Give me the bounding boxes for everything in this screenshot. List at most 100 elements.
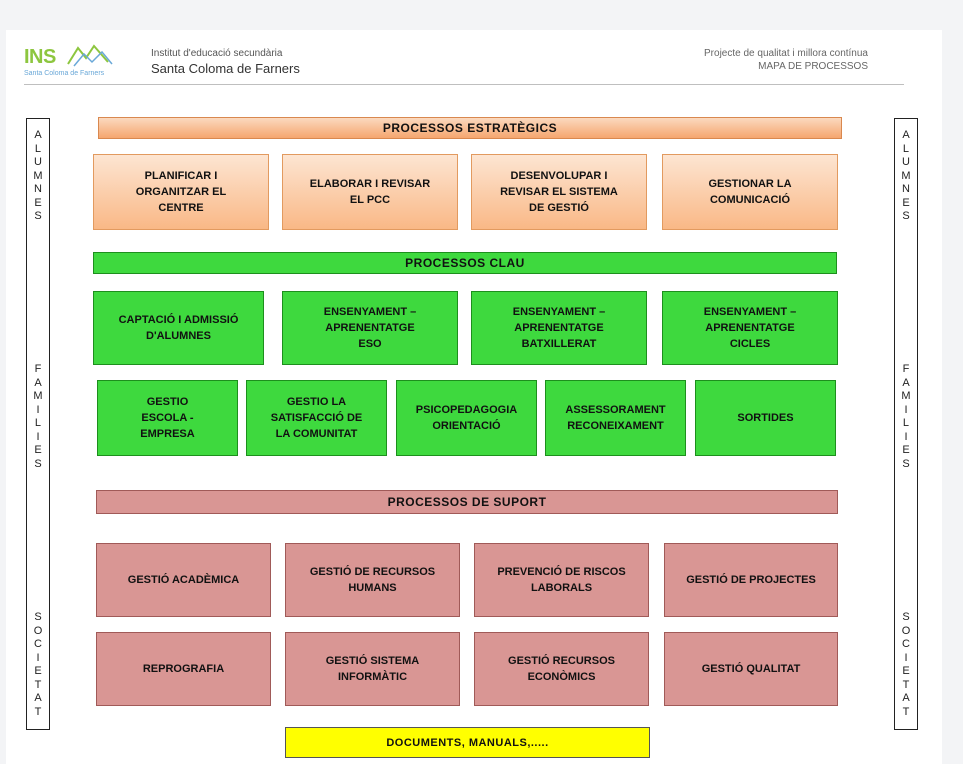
strategic-label-1: PLANIFICAR I ORGANITZAR EL CENTRE <box>135 170 227 214</box>
vertical-letter: T <box>34 705 42 718</box>
key-label-1: CAPTACIÓ I ADMISSIÓ D'ALUMNES <box>118 314 239 342</box>
vertical-letter: M <box>901 390 911 403</box>
support-label-4: GESTIÓ DE PROJECTES <box>686 574 816 586</box>
vertical-letter: T <box>902 705 910 718</box>
strategic-label-2: ELABORAR I REVISAR EL PCC <box>309 178 431 206</box>
vertical-letter: S <box>902 210 910 222</box>
key-label-9: SORTIDES <box>737 412 794 424</box>
key-box-6: GESTIO LA SATISFACCIÓ DE LA COMUNITAT <box>246 380 387 456</box>
vertical-letter: I <box>904 430 908 443</box>
key-label-8: ASSESSORAMENT RECONEIXAMENT <box>565 404 666 432</box>
vertical-letter: A <box>902 692 910 704</box>
key-label-2: ENSENYAMENT – APRENENTATGE ESO <box>323 306 417 350</box>
vertical-letter: L <box>34 142 42 155</box>
key-label-4: ENSENYAMENT – APRENENTATGE CICLES <box>703 306 797 350</box>
vertical-letter: N <box>902 183 910 195</box>
support-box-2: GESTIÓ DE RECURSOS HUMANS <box>285 543 460 617</box>
logo-subtext: Santa Coloma de Farners <box>24 70 105 77</box>
vertical-letter: I <box>36 651 40 664</box>
vertical-letter: F <box>34 363 42 376</box>
vertical-letter: E <box>34 444 42 457</box>
strategic-box-2: ELABORAR I REVISAR EL PCC <box>282 154 458 230</box>
logo-icon <box>67 44 113 67</box>
support-title-label: PROCESSOS DE SUPORT <box>387 495 547 509</box>
support-label-3: PREVENCIÓ DE RISCOS LABORALS <box>497 566 626 594</box>
key-label-6: GESTIO LA SATISFACCIÓ DE LA COMUNITAT <box>270 396 363 440</box>
strategic-label-3: DESENVOLUPAR I REVISAR EL SISTEMA DE GES… <box>500 170 618 214</box>
vertical-letter: S <box>34 210 42 222</box>
key-box-2: ENSENYAMENT – APRENENTATGE ESO <box>282 291 458 365</box>
strategic-processes-title: PROCESSOS ESTRATÈGICS <box>98 117 842 139</box>
vertical-letter: I <box>904 651 908 664</box>
support-processes-title: PROCESSOS DE SUPORT <box>96 490 838 514</box>
vertical-letter: O <box>901 624 911 637</box>
vertical-letter: T <box>34 678 42 691</box>
strategic-title-label: PROCESSOS ESTRATÈGICS <box>382 121 558 135</box>
vertical-letter: I <box>36 403 40 416</box>
vertical-letter: T <box>902 678 910 691</box>
vertical-letter: A <box>902 376 910 389</box>
vertical-letter: I <box>36 430 40 443</box>
key-box-5: GESTIO ESCOLA - EMPRESA <box>97 380 238 456</box>
support-label-6: GESTIÓ SISTEMA INFORMÀTIC <box>325 655 420 683</box>
vertical-letter: A <box>34 129 42 141</box>
document-title: MAPA DE PROCESSOS <box>758 61 868 72</box>
key-box-1: CAPTACIÓ I ADMISSIÓ D'ALUMNES <box>93 291 264 365</box>
vertical-letter: S <box>34 611 42 623</box>
documents-box: DOCUMENTS, MANUALS,..... <box>285 727 650 758</box>
support-label-1: GESTIÓ ACADÈMICA <box>127 574 240 586</box>
vertical-letter: E <box>34 665 42 677</box>
key-label-7: PSICOPEDAGOGIA ORIENTACIÓ <box>415 404 518 432</box>
key-box-9: SORTIDES <box>695 380 836 456</box>
support-box-6: GESTIÓ SISTEMA INFORMÀTIC <box>285 632 460 706</box>
support-box-8: GESTIÓ QUALITAT <box>664 632 838 706</box>
key-box-7: PSICOPEDAGOGIA ORIENTACIÓ <box>396 380 537 456</box>
vertical-letter: L <box>902 417 910 430</box>
logo-text: INS <box>24 46 56 68</box>
institution-name: Santa Coloma de Farners <box>151 61 300 76</box>
support-label-2: GESTIÓ DE RECURSOS HUMANS <box>309 566 436 594</box>
vertical-letter: A <box>902 129 910 141</box>
header-divider <box>24 84 904 85</box>
key-box-3: ENSENYAMENT – APRENENTATGE BATXILLERAT <box>471 291 647 365</box>
vertical-letter: C <box>34 638 42 650</box>
key-title-label: PROCESSOS CLAU <box>405 256 525 270</box>
vertical-letter: A <box>34 376 42 389</box>
key-box-8: ASSESSORAMENT RECONEIXAMENT <box>545 380 686 456</box>
vertical-letter: A <box>34 692 42 704</box>
key-label-3: ENSENYAMENT – APRENENTATGE BATXILLERAT <box>512 306 606 350</box>
vertical-letter: E <box>902 444 910 457</box>
vertical-letter: U <box>902 156 910 168</box>
support-box-5: REPROGRAFIA <box>96 632 271 706</box>
documents-label: DOCUMENTS, MANUALS,..... <box>386 736 549 749</box>
vertical-letter: S <box>902 457 910 470</box>
vertical-letter: E <box>902 196 910 209</box>
key-processes-title: PROCESSOS CLAU <box>93 252 837 274</box>
vertical-letter: M <box>901 169 911 182</box>
support-box-1: GESTIÓ ACADÈMICA <box>96 543 271 617</box>
vertical-letter: O <box>33 624 43 637</box>
project-title: Projecte de qualitat i millora contínua <box>704 48 868 59</box>
vertical-letter: U <box>34 156 42 168</box>
support-box-3: PREVENCIÓ DE RISCOS LABORALS <box>474 543 649 617</box>
strategic-label-4: GESTIONAR LA COMUNICACIÓ <box>708 178 792 206</box>
key-box-4: ENSENYAMENT – APRENENTATGE CICLES <box>662 291 838 365</box>
vertical-letter: M <box>33 390 43 403</box>
vertical-letter: S <box>34 457 42 470</box>
vertical-letter: E <box>34 196 42 209</box>
key-label-5: GESTIO ESCOLA - EMPRESA <box>140 396 195 440</box>
vertical-letter: L <box>34 417 42 430</box>
support-label-5: REPROGRAFIA <box>142 663 225 675</box>
vertical-letter: F <box>902 363 910 376</box>
support-box-7: GESTIÓ RECURSOS ECONÒMICS <box>474 632 649 706</box>
strategic-box-1: PLANIFICAR I ORGANITZAR EL CENTRE <box>93 154 269 230</box>
support-label-8: GESTIÓ QUALITAT <box>701 663 801 675</box>
support-label-7: GESTIÓ RECURSOS ECONÒMICS <box>508 655 615 683</box>
vertical-letter: N <box>34 183 42 195</box>
